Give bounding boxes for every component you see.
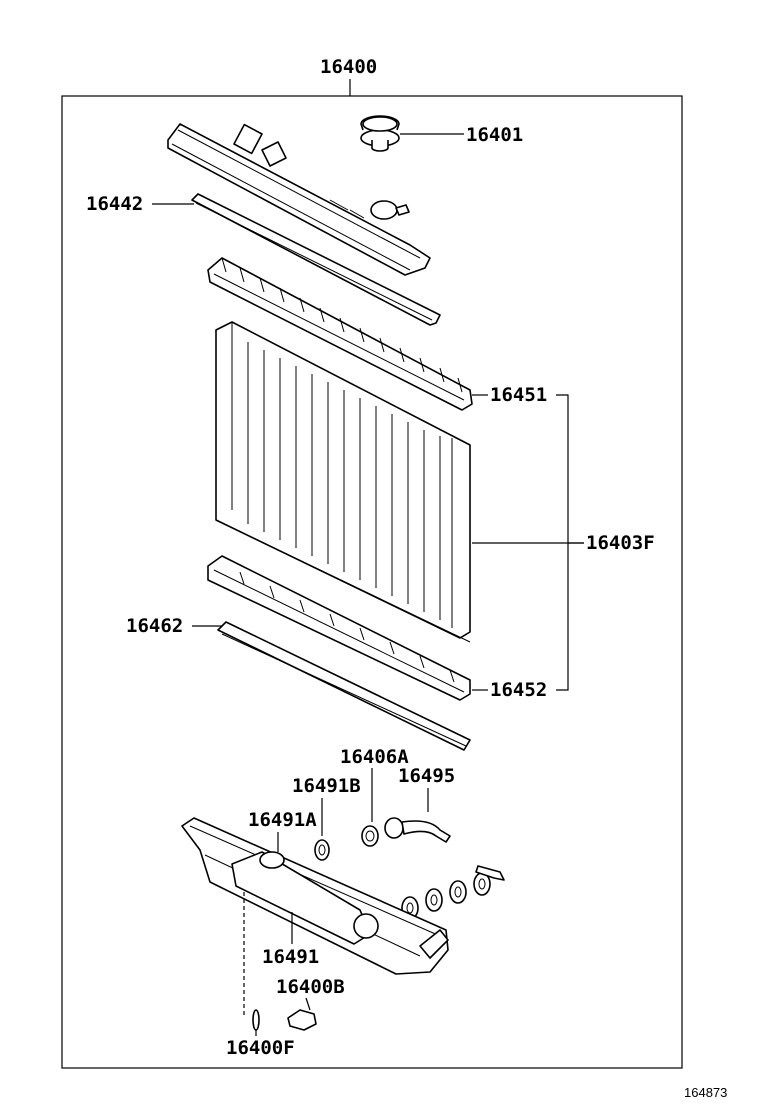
plug-16406A[interactable]: [361, 825, 379, 847]
label-16491B[interactable]: 16491B: [292, 775, 361, 797]
assembly-frame: [61, 95, 683, 1069]
label-16452[interactable]: 16452: [490, 679, 547, 701]
upper-tank-gasket[interactable]: [191, 193, 441, 326]
label-16491[interactable]: 16491: [262, 946, 319, 968]
label-16442[interactable]: 16442: [86, 193, 143, 215]
label-16406A[interactable]: 16406A: [340, 746, 409, 768]
label-16403F[interactable]: 16403F: [586, 532, 655, 554]
lower-tank-body[interactable]: [181, 817, 449, 975]
label-16400[interactable]: 16400: [320, 56, 377, 78]
upper-tank[interactable]: [207, 257, 473, 411]
lower-tank[interactable]: [207, 555, 471, 701]
label-16400F[interactable]: 16400F: [226, 1037, 295, 1059]
upper-tank-cover[interactable]: [167, 123, 431, 276]
label-16401[interactable]: 16401: [466, 124, 523, 146]
label-16400B[interactable]: 16400B: [276, 976, 345, 998]
label-16451[interactable]: 16451: [490, 384, 547, 406]
grommet-16491B[interactable]: [314, 839, 330, 861]
washer-set[interactable]: [401, 865, 505, 920]
label-16495[interactable]: 16495: [398, 765, 455, 787]
drain-cock-16400B[interactable]: [287, 997, 317, 1031]
label-16462[interactable]: 16462: [126, 615, 183, 637]
lower-tank-gasket[interactable]: [217, 621, 471, 751]
radiator-core[interactable]: [215, 321, 471, 643]
drain-seal-16400F[interactable]: [252, 1009, 260, 1031]
radiator-cap[interactable]: [360, 115, 400, 152]
label-16491A[interactable]: 16491A: [248, 809, 317, 831]
hose-16495[interactable]: [384, 817, 451, 843]
figure-number: 164873: [684, 1085, 727, 1100]
